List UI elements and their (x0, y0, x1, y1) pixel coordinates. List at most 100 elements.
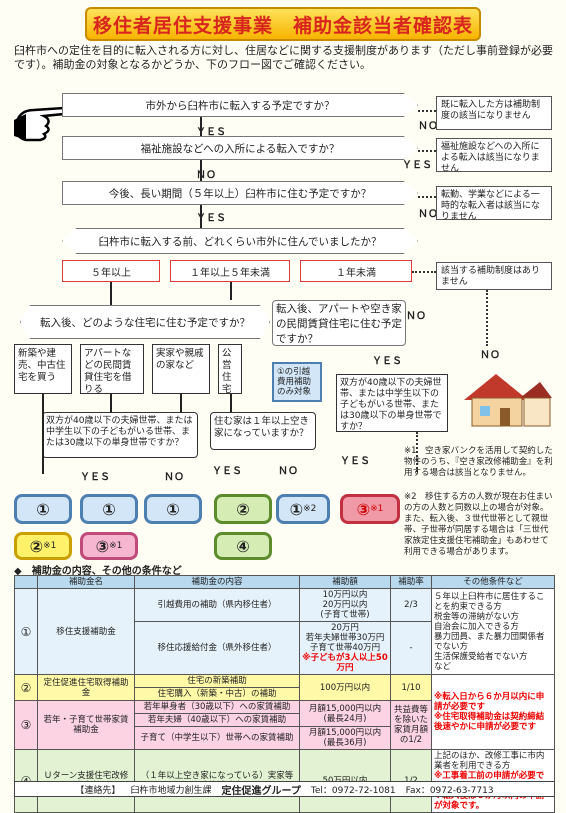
condition-item: 暴力団員、また暴力団関係者でない方 (434, 631, 545, 652)
connector (416, 432, 418, 472)
house-buy: 新築や建売、中古住宅を買う (14, 344, 72, 394)
subsidy-content: 住宅購入（新築・中古）の補助 (134, 687, 300, 701)
header-cell: その他条件など (431, 575, 555, 589)
row-number: ③ (14, 700, 38, 750)
subsidy-amount: 100万円以内 (299, 674, 391, 701)
subsidy-rate: 共益費等を除いた家賃月額の1/2 (390, 700, 432, 750)
page-title: 移住者居住支援事業 補助金該当者確認表 (92, 14, 473, 37)
result-number: ② (29, 536, 44, 556)
condition-item: など (434, 661, 452, 672)
condition-item: ※住宅取得補助金は契約締結後速やかに申請が必要です (434, 712, 545, 732)
office-name: 臼杵市地域力創生課 (130, 785, 212, 796)
intro-text: 臼杵市への定住を目的に転入される方に対し、住居などに関する支援制度があります（た… (14, 44, 553, 71)
condition-item: ※転入日から６か月以内に申請が必要です (434, 692, 545, 712)
option-1-5years: １年以上５年未満 (170, 260, 290, 282)
footnote-mark: ※1 (370, 504, 384, 514)
yes-label: ＹＥＳ (196, 213, 226, 224)
question-1: 市外から臼杵市に転入する予定ですか？ (62, 93, 418, 117)
amount-line: (最長36月) (323, 738, 367, 748)
subsidy-table: 補助金名 補助金の内容 補助額 補助率 その他条件など ① 移住支援補助金 引越… (14, 575, 555, 813)
house-public: 公営住宅 (218, 344, 242, 395)
fax-number: Fax：0972-63-7713 (405, 785, 494, 796)
connector (42, 394, 44, 474)
house-rent: アパートなどの民間賃貸住宅を借りる (80, 344, 144, 395)
amount-line: (子育て世帯) (320, 610, 370, 620)
result-2: ② (214, 494, 272, 524)
table-row: ③ 若年・子育て世帯家賃補助金 若年単身者（30歳以下）への家賃補助 月額15,… (14, 700, 555, 750)
conditions-1: ５年以上臼杵市に居住することを約束できる方 税金等の滞納がない方 自治会に加入で… (431, 588, 555, 675)
header-cell: 補助金の内容 (134, 575, 300, 589)
title-banner: 移住者居住支援事業 補助金該当者確認表 (85, 7, 481, 41)
question-6: 転入後、アパートや空き家の民間賃貸住宅に住む予定ですか？ (272, 300, 406, 346)
condition-item: 自治会に加入できる方 (434, 621, 519, 632)
result-number: ③ (356, 499, 371, 519)
header-cell: 補助率 (390, 575, 432, 589)
header-cell (14, 575, 38, 589)
connector (110, 282, 112, 305)
no-label: ＮＯ (278, 466, 298, 477)
row-number: ② (14, 674, 38, 701)
subsidy-content: 移住応援給付金（県外移住者） (134, 621, 300, 675)
yes-label: ＹＥＳ (402, 160, 432, 171)
result-number: ① (289, 499, 304, 519)
footnote-mark: ※2 (303, 504, 317, 514)
only-moving-subsidy: ①の引越費用補助のみ対象 (272, 362, 322, 402)
amount-line: 月額15,000円以内 (308, 703, 382, 714)
connector (412, 271, 436, 273)
amount-line: 若年夫婦世帯30万円 (305, 633, 385, 643)
connector (418, 150, 436, 152)
subsidy-content: 若年夫婦（40歳以下）への家賃補助 (134, 713, 300, 727)
amount-line: 子育て世帯40万円 (309, 643, 381, 653)
footnote-1: ※1 空き家バンクを活用して契約した物件のうち、『空き家改修補助金』を利用する場… (404, 446, 553, 478)
subsidy-rate: - (390, 621, 432, 675)
row-number: ① (14, 588, 38, 675)
contact-footer: 【連絡先】 臼杵市地域力創生課 定住促進グループ Tel：0972-72-108… (14, 781, 555, 797)
subsidy-name: 移住支援補助金 (37, 588, 135, 675)
contact-label: 【連絡先】 (75, 785, 121, 796)
connector (200, 117, 202, 136)
amount-line: 20万円以内 (322, 600, 368, 610)
question-8: 住む家は１年以上空き家になっていますか？ (210, 412, 316, 450)
question-4: 臼杵市に転入する前、どれくらい市外に住んでいましたか？ (62, 228, 418, 254)
result-1: ① (80, 494, 138, 524)
subsidy-rate: 1/10 (390, 674, 432, 701)
table-title: ◆ 補助金の内容、その他の条件など (14, 566, 182, 577)
result-4: ④ (214, 532, 272, 560)
question-3: 今後、長い期間（５年以上）臼杵市に住む予定ですか？ (62, 181, 418, 205)
connector (180, 394, 182, 412)
subsidy-rate: 2/3 (390, 588, 432, 622)
note-facility: 福祉施設などへの入所による転入は該当になりません (436, 138, 552, 174)
no-label: ＮＯ (406, 311, 426, 322)
connector (200, 205, 202, 228)
conditions-2-3: ※転入日から６か月以内に申請が必要です ※住宅取得補助金は契約締結後速やかに申請… (431, 674, 555, 750)
condition-item: 生活保護受給者でない方 (434, 651, 528, 662)
no-label: ＮＯ (418, 209, 438, 220)
table-row: ② 定住促進住宅取得補助金 住宅の新築補助 100万円以内 1/10 ※転入日か… (14, 674, 555, 750)
amount-line: 月額15,000円以内 (308, 728, 382, 738)
subsidy-content: 住宅の新築補助 (134, 674, 300, 688)
yes-label: ＹＥＳ (196, 127, 226, 138)
no-label: ＮＯ (418, 121, 438, 132)
amount-line: 20万円 (331, 623, 359, 633)
connector (110, 394, 112, 412)
result-1: ① (144, 494, 202, 524)
subsidy-content: 若年単身者（30歳以下）への家賃補助 (134, 700, 300, 714)
footnote-2: ※2 移住する方の人数が現在お住まいの方の人数と同数以上の場合が対象。また、転入… (404, 492, 553, 557)
subsidy-amount: 月額15,000円以内(最長36月) (299, 726, 391, 750)
connector (230, 394, 232, 412)
connector (486, 290, 488, 346)
subsidy-content: 子育て（中学生以下）世帯への家賃補助 (134, 726, 300, 750)
question-9: 双方が40歳以下の夫婦世帯、または中学生以下の子どもがいる世帯、または30歳以下… (336, 374, 448, 432)
subsidy-amount: 月額15,000円以内(最長24月) (299, 700, 391, 727)
connector (418, 110, 436, 112)
header-cell: 補助額 (299, 575, 391, 589)
no-label: ＮＯ (480, 350, 500, 361)
house-icon (464, 374, 552, 427)
result-1-note2: ①※2 (276, 494, 330, 524)
result-number: ③ (95, 536, 110, 556)
amount-line: (最長24月) (323, 713, 367, 724)
subsidy-name: 若年・子育て世帯家賃補助金 (37, 700, 135, 750)
no-label: ＮＯ (164, 472, 184, 483)
condition-item: ５年以上臼杵市に居住することを約束できる方 (434, 591, 545, 612)
